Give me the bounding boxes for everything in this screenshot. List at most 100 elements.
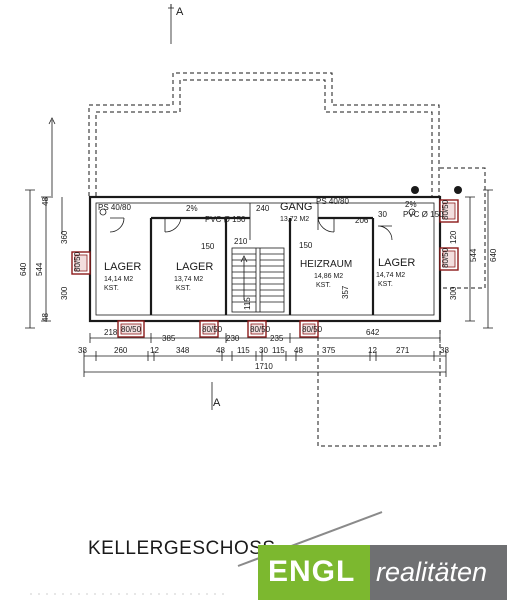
dim-left-4: 48: [41, 197, 50, 206]
chimney-bottom-3: [247, 320, 267, 338]
room-lager-3-area: 14,74 M2: [376, 272, 405, 279]
dim-total: 1710: [255, 362, 273, 371]
dim-mid-8: 48: [294, 346, 303, 355]
upper-floor-outline: [95, 79, 433, 196]
drain-right: [408, 208, 416, 216]
room-heizraum-note: KST.: [316, 282, 331, 289]
note-ps-left: PS 40/80: [98, 203, 131, 212]
stair-treads: [232, 248, 284, 312]
note-150-a: 150: [201, 242, 215, 251]
chimney-bottom-4: [299, 320, 319, 338]
dims-top: 218 385 230 235 642: [104, 328, 380, 343]
dim-mid-11: 271: [396, 346, 410, 355]
dim-left-0: 640: [19, 262, 28, 276]
downpipe-right: [411, 186, 419, 194]
note-30: 30: [378, 210, 387, 219]
note-pvc-left: PVC Ø 150: [205, 215, 246, 224]
drain-left: [99, 208, 107, 216]
dim-left-2: 360: [60, 230, 69, 244]
annex-outline: [440, 167, 486, 289]
room-lager-2-name: LAGER: [176, 261, 213, 273]
room-lager-1-area: 14,14 M2: [104, 276, 133, 283]
dim-mid-10: 12: [368, 346, 377, 355]
note-chimney-bottom-2: 80/50: [202, 325, 223, 334]
stair: [231, 247, 285, 313]
note-150-b: 150: [299, 241, 313, 250]
dim-left-3: 300: [60, 286, 69, 300]
note-357: 357: [341, 285, 350, 299]
room-lager-1-name: LAGER: [104, 261, 141, 273]
dim-mid-0: 38: [78, 346, 87, 355]
chimney-right-mid: [439, 247, 459, 271]
dims-left: 640 544 360 300 48 48: [19, 197, 69, 322]
dim-mid-7: 115: [272, 346, 285, 355]
room-lager-2-note: KST.: [176, 285, 191, 292]
dim-mid-4: 48: [216, 346, 225, 355]
chimney-right-top: [439, 199, 459, 223]
dim-mid-12: 38: [440, 346, 449, 355]
note-chimney-bottom-3: 80/50: [250, 325, 271, 334]
logo-brand: ENGL: [268, 555, 356, 588]
north-arrow: [48, 117, 56, 198]
dim-right-1: 544: [469, 248, 478, 262]
dim-mid-6: 30: [259, 346, 268, 355]
dims-mid: 38 260 12 348 48 115 30 115 48 375 12 27…: [78, 346, 449, 355]
room-heizraum-area: 14,86 M2: [314, 273, 343, 280]
note-pvc-right: PVC Ø 150: [403, 210, 444, 219]
note-slope-right: 2%: [405, 200, 417, 209]
dim-top-3: 235: [270, 334, 284, 343]
dims-right: 640 544 120 300: [449, 230, 498, 300]
room-gang-area: 13,72 M2: [280, 216, 309, 223]
room-lager-1-note: KST.: [104, 285, 119, 292]
note-210: 210: [234, 237, 248, 246]
terrace-outline: [317, 330, 441, 447]
chimney-left: [71, 251, 91, 275]
dim-left-1: 544: [35, 262, 44, 276]
chimney-bottom-1: [117, 320, 145, 338]
room-lager-3-note: KST.: [378, 281, 393, 288]
dim-mid-3: 348: [176, 346, 190, 355]
note-ps-right: PS 40/80: [316, 197, 349, 206]
logo-word: realitäten: [376, 557, 488, 587]
dim-left-5: 48: [41, 313, 50, 322]
upper-floor-outline-inner: [88, 72, 440, 196]
page-title: KELLERGESCHOSS: [88, 538, 276, 559]
section-marker-top: A: [176, 6, 184, 18]
dim-top-4: 642: [366, 328, 380, 337]
door-heiz: [317, 217, 335, 233]
room-lager-3-name: LAGER: [378, 257, 415, 269]
logo-green-block: ENGL: [258, 545, 370, 600]
dim-mid-2: 12: [150, 346, 159, 355]
dim-top-1: 385: [162, 334, 176, 343]
dim-right-2: 120: [449, 230, 458, 244]
corridor-partition: [249, 203, 319, 240]
note-chimney-left: 80/50: [73, 251, 82, 272]
room-lager-2-area: 13,74 M2: [174, 276, 203, 283]
note-115: 115: [243, 297, 252, 310]
chimney-bottom-2: [199, 320, 219, 338]
note-240: 240: [256, 204, 270, 213]
door-lager2: [164, 217, 182, 233]
note-slope-left: 2%: [186, 204, 198, 213]
section-marker-bottom: A: [213, 397, 221, 409]
room-heizraum-name: HEIZRAUM: [300, 259, 352, 270]
room-gang-name: GANG: [280, 201, 312, 213]
door-lager3: [377, 225, 393, 241]
dim-top-2: 230: [226, 334, 240, 343]
note-chimney-right-mid: 80/50: [441, 247, 450, 268]
door-lager1: [109, 217, 125, 233]
dimension-lines: [25, 189, 493, 377]
note-chimney-bottom-1: 80/50: [121, 325, 142, 334]
engl-logo: ENGL realitäten: [258, 545, 507, 600]
logo-gray-block: realitäten: [370, 545, 507, 600]
dim-top-0: 218: [104, 328, 118, 337]
stair-arrow: [240, 255, 248, 300]
section-arrow-top: [168, 4, 174, 9]
dim-mid-9: 375: [322, 346, 336, 355]
downpipe-annex: [454, 186, 462, 194]
dim-right-0: 640: [489, 248, 498, 262]
outer-wall-inner: [95, 202, 435, 316]
dim-right-3: 300: [449, 286, 458, 300]
